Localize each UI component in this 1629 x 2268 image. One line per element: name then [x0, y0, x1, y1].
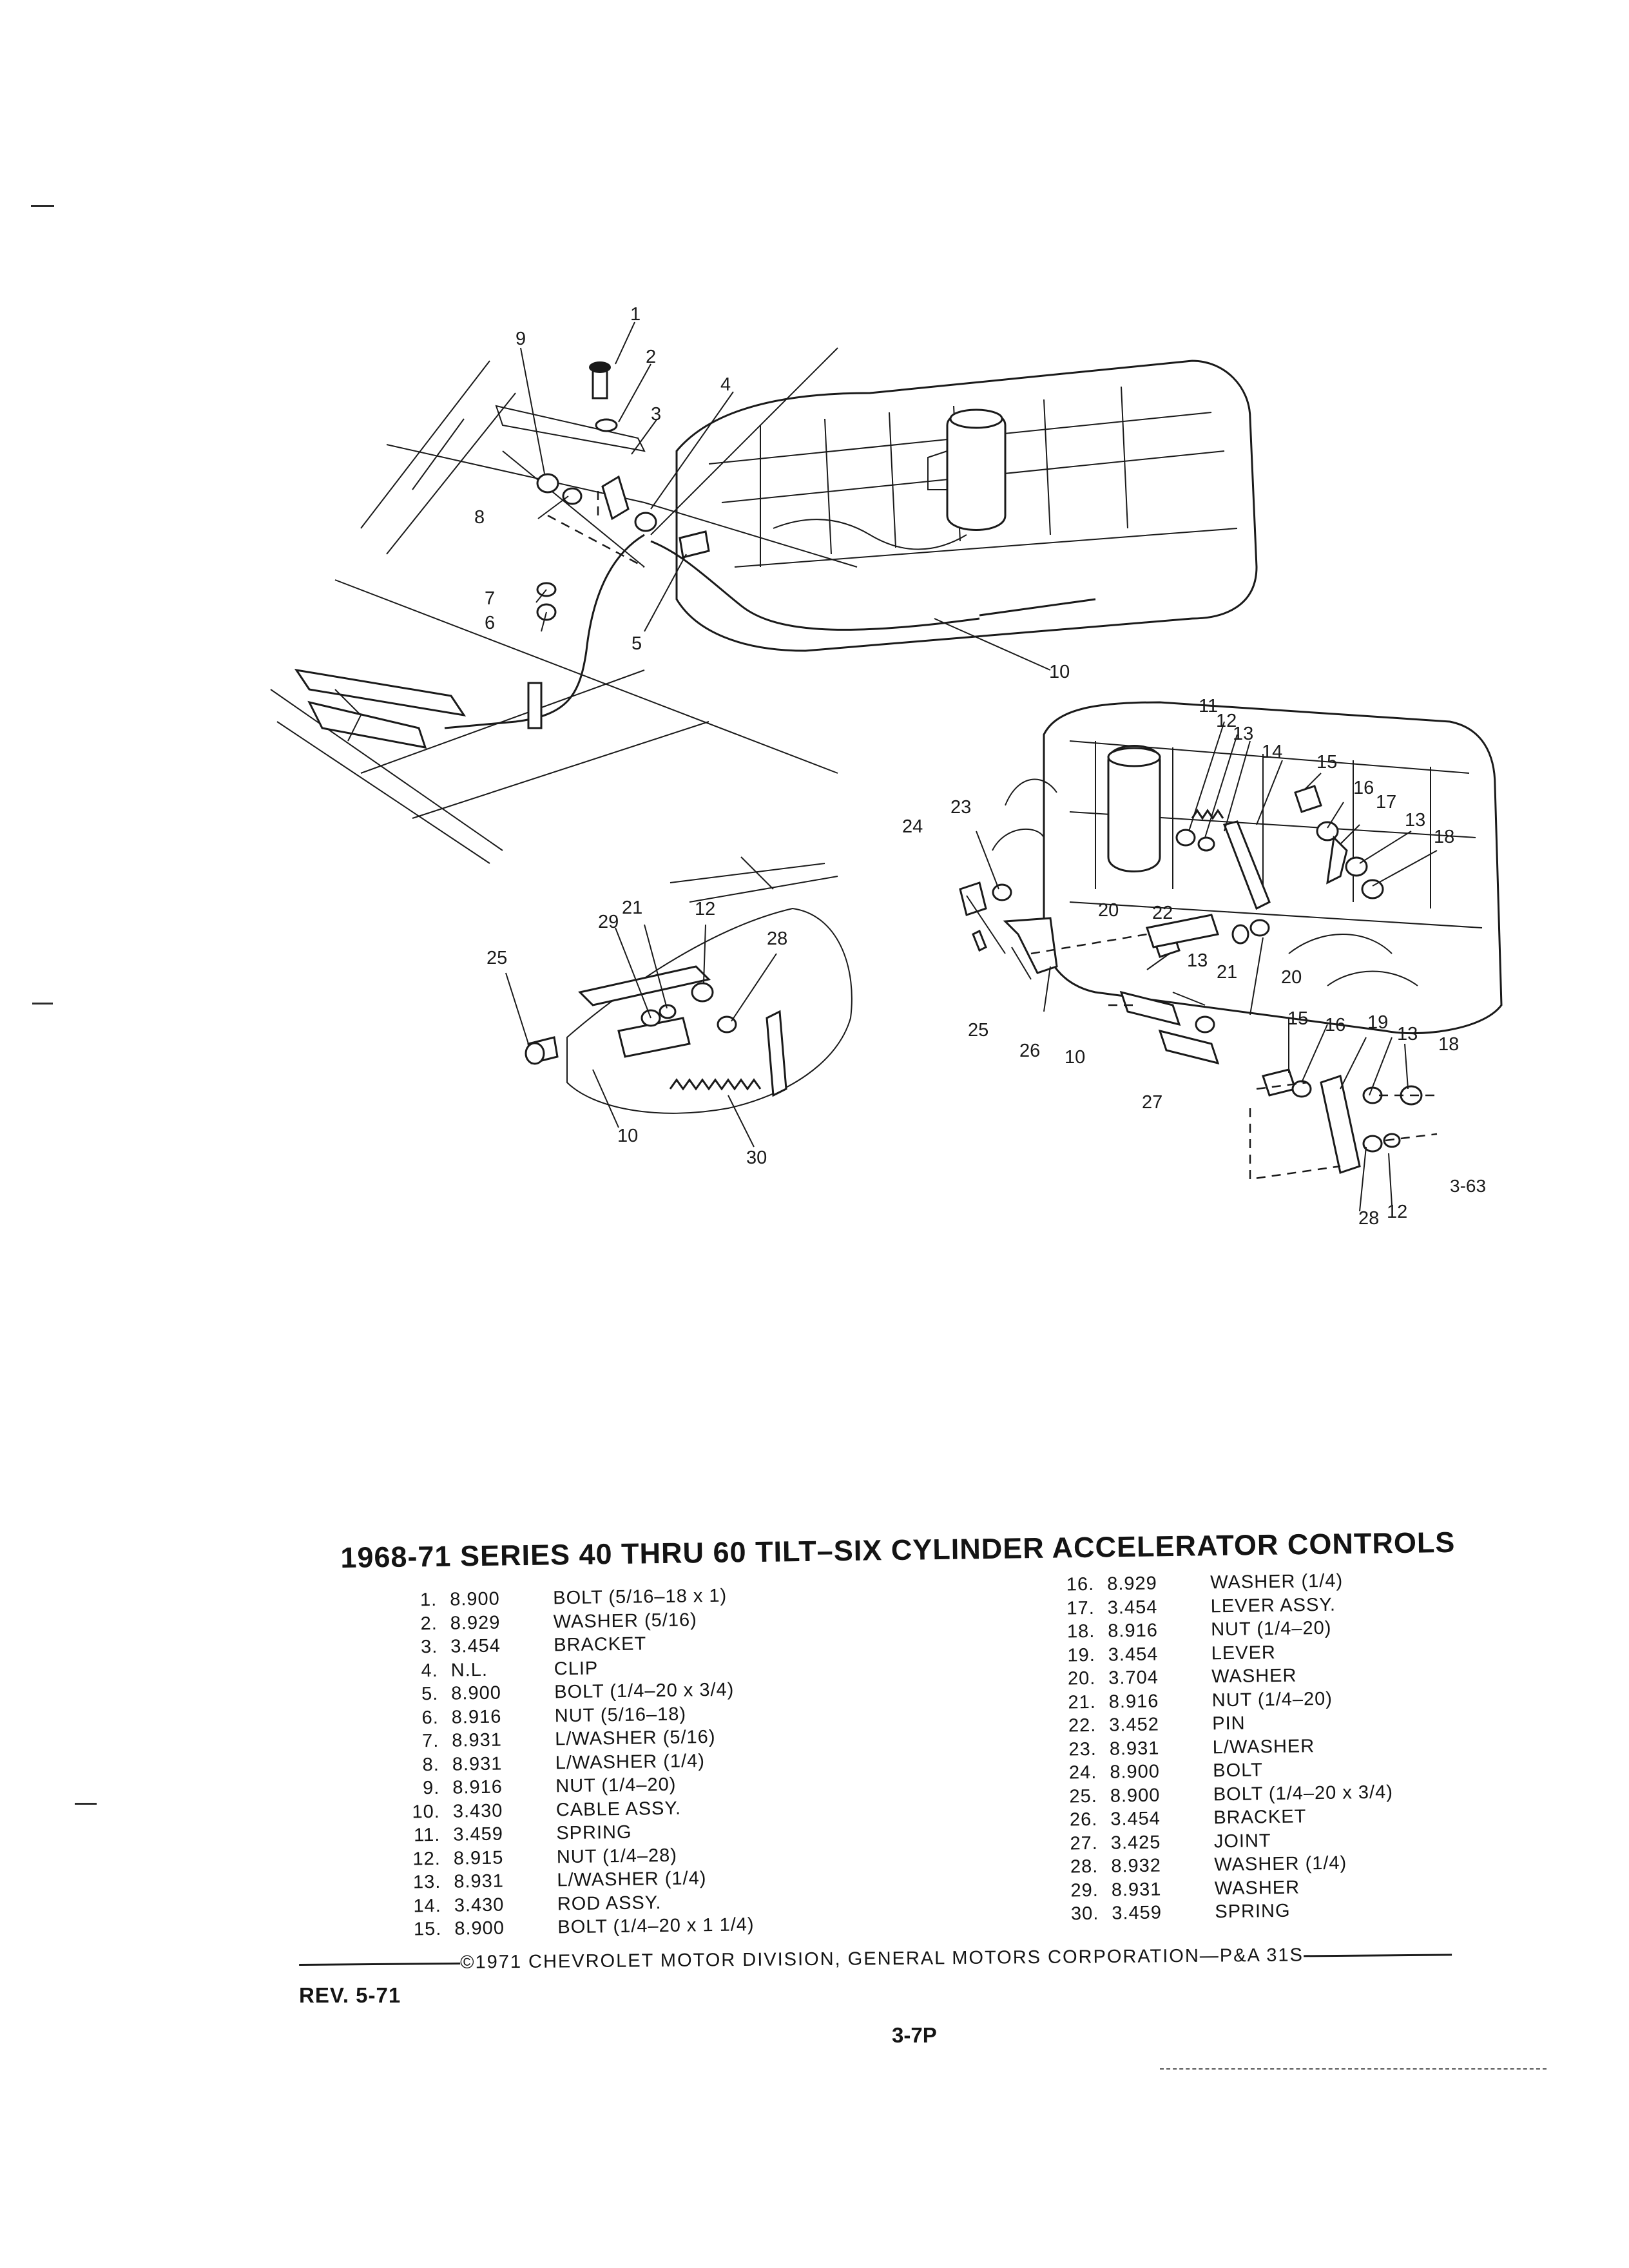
callout-30: 30 — [746, 1148, 767, 1168]
callout-13: 13 — [1397, 1024, 1418, 1044]
callout-17: 17 — [1376, 792, 1396, 812]
margin-mark — [75, 1803, 97, 1805]
callout-15: 15 — [1316, 752, 1337, 773]
callout-18: 18 — [1438, 1034, 1459, 1055]
callout-29: 29 — [598, 912, 619, 932]
callout-13: 13 — [1405, 810, 1425, 831]
margin-mark — [32, 1003, 53, 1004]
callout-9: 9 — [516, 329, 526, 349]
callout-7: 7 — [485, 588, 495, 609]
callout-27: 27 — [1142, 1092, 1162, 1113]
callout-14: 14 — [1262, 742, 1282, 762]
callout-23: 23 — [950, 797, 971, 818]
callout-1: 1 — [630, 304, 641, 325]
callout-12: 12 — [695, 899, 715, 919]
callout-22: 22 — [1152, 903, 1173, 923]
callout-20: 20 — [1098, 900, 1119, 921]
callout-12: 12 — [1387, 1202, 1407, 1222]
callout-5: 5 — [631, 633, 642, 654]
callout-28: 28 — [767, 928, 787, 949]
callout-20: 20 — [1281, 967, 1302, 988]
callout-24: 24 — [902, 816, 923, 837]
top-view-illustration: 1 2 3 4 5 6 7 8 9 10 — [270, 304, 1258, 864]
callout-19: 19 — [1367, 1012, 1388, 1033]
callout-13: 13 — [1187, 950, 1208, 971]
callout-12: 12 — [1216, 711, 1237, 731]
callout-2: 2 — [646, 347, 656, 367]
bottom-rule — [1160, 2068, 1547, 2070]
callout-25: 25 — [968, 1020, 988, 1041]
page-number: 3-7P — [892, 2023, 937, 2047]
carburetor-linkage-detail: 11 12 13 14 15 16 17 13 18 24 23 20 22 1… — [902, 696, 1503, 1229]
callout-3: 3 — [651, 404, 661, 425]
callout-15: 15 — [1287, 1008, 1308, 1029]
callout-18: 18 — [1434, 827, 1454, 847]
copyright-footer: ©1971 CHEVROLET MOTOR DIVISION, GENERAL … — [299, 1943, 1531, 1975]
callout-6: 6 — [485, 613, 495, 633]
callout-8: 8 — [474, 507, 485, 528]
footer-rule — [1303, 1954, 1452, 1957]
callout-11: 11 — [1199, 696, 1218, 716]
figure-reference: 3-63 — [1450, 1176, 1486, 1196]
revision-label: REV. 5-71 — [299, 1983, 401, 2007]
callout-10: 10 — [617, 1126, 638, 1146]
callout-4: 4 — [720, 374, 731, 395]
callout-21: 21 — [1217, 962, 1237, 983]
callout-10: 10 — [1049, 662, 1070, 682]
accelerator-controls-diagram: 1 2 3 4 5 6 7 8 9 10 25 29 21 12 28 10 3… — [270, 304, 1503, 1229]
callout-25: 25 — [487, 948, 507, 968]
callout-10: 10 — [1065, 1047, 1085, 1068]
margin-mark — [31, 205, 54, 207]
document-title: 1968-71 SERIES 40 THRU 60 TILT–SIX CYLIN… — [340, 1525, 1456, 1574]
callout-16: 16 — [1325, 1015, 1345, 1035]
callout-13: 13 — [1233, 724, 1253, 744]
callout-28: 28 — [1358, 1208, 1379, 1229]
pedal-linkage-detail: 25 29 21 12 28 10 30 — [487, 856, 853, 1168]
copyright-text: ©1971 CHEVROLET MOTOR DIVISION, GENERAL … — [459, 1945, 1304, 1973]
callout-26: 26 — [1019, 1041, 1040, 1061]
callout-16: 16 — [1353, 778, 1374, 798]
callout-21: 21 — [622, 898, 642, 918]
footer-rule — [299, 1962, 461, 1966]
